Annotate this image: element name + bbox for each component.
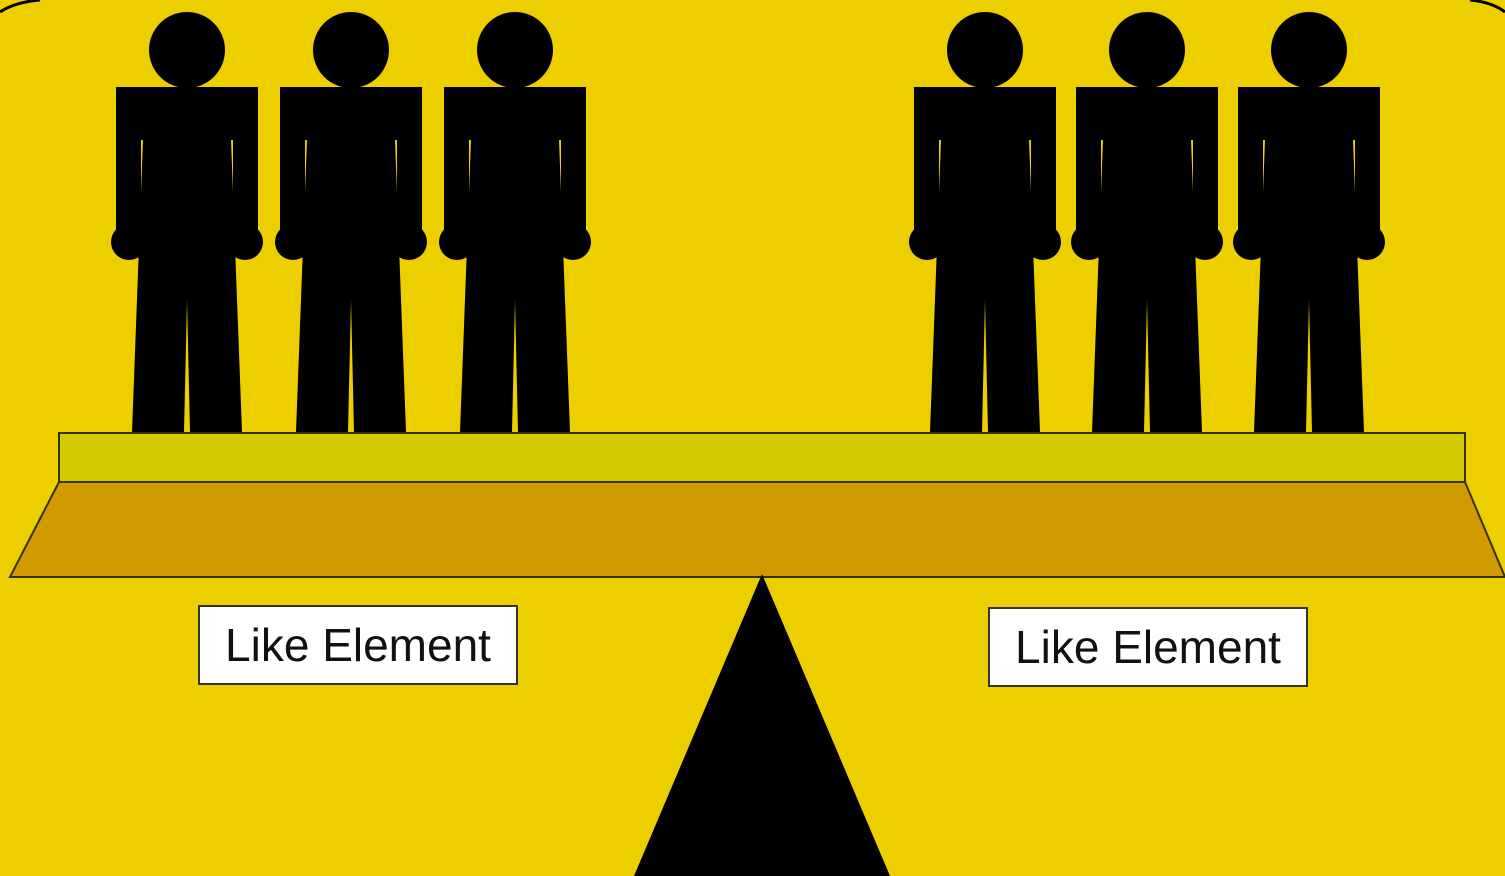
plank-body: [10, 482, 1505, 577]
like-element-label-left: Like Element: [198, 605, 518, 685]
right-people-group: [909, 12, 1385, 432]
corner-arc-left: [0, 0, 40, 12]
fulcrum-triangle: [634, 574, 890, 876]
like-element-label-right: Like Element: [988, 607, 1308, 687]
plank-top: [59, 433, 1465, 482]
person-icon: [909, 12, 1061, 432]
person-icon: [1071, 12, 1223, 432]
person-icon: [275, 12, 427, 432]
person-icon: [439, 12, 591, 432]
corner-arc-right: [1470, 0, 1505, 12]
person-icon: [1233, 12, 1385, 432]
left-people-group: [111, 12, 591, 432]
person-icon: [111, 12, 263, 432]
